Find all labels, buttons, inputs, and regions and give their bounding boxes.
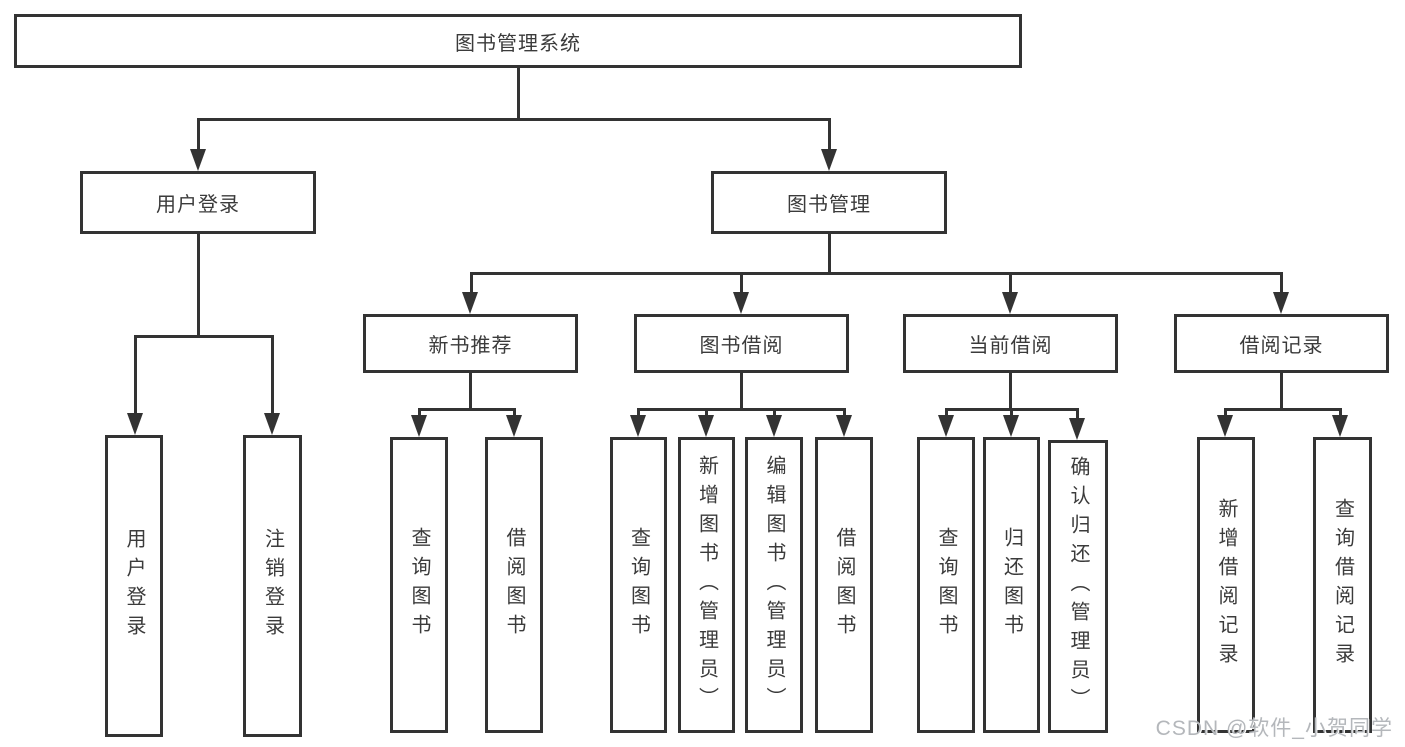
node-label: 图书管理系统 — [455, 32, 581, 55]
connector-drop — [828, 118, 831, 152]
node-book-borrowing: 图书借阅 — [634, 314, 849, 373]
node-library-system: 图书管理系统 — [14, 14, 1022, 68]
arrowhead-icon — [506, 415, 522, 437]
arrowhead-icon — [127, 413, 143, 435]
arrowhead-icon — [190, 149, 206, 171]
connector-stem — [740, 373, 743, 408]
leaf-query-borrow-record: 查询借阅记录 — [1313, 437, 1372, 733]
node-label: 借阅记录 — [1239, 335, 1324, 357]
arrowhead-icon — [1003, 415, 1019, 437]
leaf-logout-login: 注销登录 — [243, 435, 302, 737]
connector-drop — [843, 408, 846, 418]
connector-drop — [1224, 408, 1227, 418]
connector-stem — [469, 373, 472, 408]
leaf-label: 新增借阅记录 — [1215, 498, 1237, 672]
arrowhead-icon — [1069, 418, 1085, 440]
connector-drop — [1010, 408, 1013, 418]
arrowhead-icon — [733, 292, 749, 314]
node-label: 用户登录 — [156, 194, 240, 216]
node-borrowing-records: 借阅记录 — [1174, 314, 1389, 373]
connector-bar — [470, 272, 1282, 275]
node-book-management: 图书管理 — [711, 171, 947, 234]
leaf-add-books-admin: 新增图书（管理员） — [678, 437, 735, 733]
connector-drop — [1280, 272, 1283, 294]
node-label: 当前借阅 — [968, 335, 1053, 357]
leaf-label: 查询借阅记录 — [1331, 498, 1354, 672]
arrowhead-icon — [836, 415, 852, 437]
leaf-label: 新增图书（管理员） — [695, 454, 718, 716]
leaf-query-books-current: 查询图书 — [917, 437, 975, 733]
arrowhead-icon — [1273, 292, 1289, 314]
node-label: 新书推荐 — [428, 335, 513, 357]
leaf-label: 注销登录 — [261, 528, 284, 644]
arrowhead-icon — [938, 415, 954, 437]
arrowhead-icon — [821, 149, 837, 171]
leaf-borrow-books-recommend: 借阅图书 — [485, 437, 543, 733]
node-label: 图书借阅 — [699, 335, 784, 357]
leaf-add-borrow-record: 新增借阅记录 — [1197, 437, 1255, 733]
leaf-label: 用户登录 — [123, 528, 145, 644]
connector-drop — [1339, 408, 1342, 418]
connector-drop — [134, 335, 137, 415]
leaf-label: 编辑图书（管理员） — [763, 454, 785, 716]
leaf-user-login: 用户登录 — [105, 435, 163, 737]
connector-stem — [828, 234, 831, 272]
leaf-label: 借阅图书 — [833, 527, 855, 643]
connector-stem — [1009, 373, 1012, 408]
leaf-edit-books-admin: 编辑图书（管理员） — [745, 437, 803, 733]
connector-bar — [134, 335, 274, 338]
leaf-borrow-books-borrowing: 借阅图书 — [815, 437, 873, 733]
arrowhead-icon — [264, 413, 280, 435]
leaf-label: 查询图书 — [408, 527, 430, 643]
leaf-label: 查询图书 — [627, 527, 650, 643]
connector-drop — [740, 272, 743, 294]
connector-stem — [517, 68, 520, 118]
connector-drop — [945, 408, 948, 418]
arrowhead-icon — [411, 415, 427, 437]
connector-drop — [513, 408, 516, 418]
node-new-book-recommend: 新书推荐 — [363, 314, 578, 373]
arrowhead-icon — [766, 415, 782, 437]
node-current-borrowing: 当前借阅 — [903, 314, 1118, 373]
arrowhead-icon — [630, 415, 646, 437]
node-user-login: 用户登录 — [80, 171, 316, 234]
arrowhead-icon — [1332, 415, 1348, 437]
connector-bar — [418, 408, 516, 411]
connector-stem — [1280, 373, 1283, 408]
connector-drop — [470, 272, 473, 294]
leaf-return-books: 归还图书 — [983, 437, 1040, 733]
leaf-label: 查询图书 — [935, 527, 957, 643]
connector-bar — [637, 408, 845, 411]
leaf-label: 归还图书 — [1000, 527, 1023, 643]
connector-drop — [197, 118, 200, 152]
connector-drop — [418, 408, 421, 418]
connector-drop — [1009, 272, 1012, 294]
leaf-label: 确认归还（管理员） — [1067, 456, 1089, 717]
leaf-query-books-borrowing: 查询图书 — [610, 437, 667, 733]
connector-drop — [1076, 408, 1079, 420]
leaf-confirm-return-admin: 确认归还（管理员） — [1048, 440, 1108, 733]
arrowhead-icon — [462, 292, 478, 314]
arrowhead-icon — [698, 415, 714, 437]
arrowhead-icon — [1002, 292, 1018, 314]
connector-drop — [705, 408, 708, 418]
leaf-query-books-recommend: 查询图书 — [390, 437, 448, 733]
connector-bar — [1224, 408, 1342, 411]
connector-stem — [197, 234, 200, 335]
connector-drop — [637, 408, 640, 418]
connector-drop — [773, 408, 776, 418]
connector-bar — [197, 118, 831, 121]
node-label: 图书管理 — [787, 194, 871, 216]
watermark: CSDN @软件_小贺同学 — [1155, 717, 1393, 740]
arrowhead-icon — [1217, 415, 1233, 437]
leaf-label: 借阅图书 — [503, 527, 525, 643]
connector-drop — [271, 335, 274, 415]
